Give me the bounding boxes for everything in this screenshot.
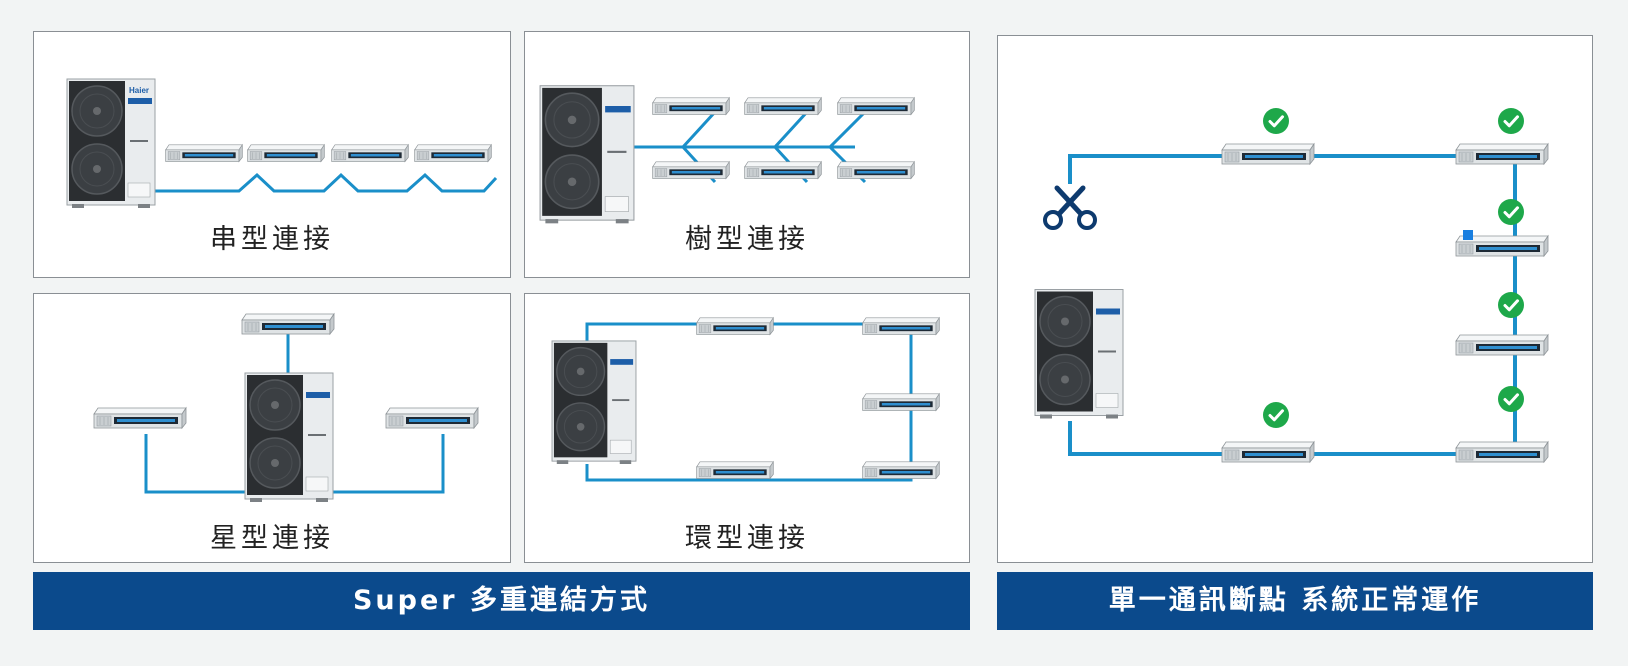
marker-square	[1463, 230, 1473, 240]
indoor-unit	[863, 318, 940, 335]
indoor-unit	[653, 98, 730, 115]
indoor-unit	[386, 408, 478, 428]
indoor-unit	[863, 394, 940, 411]
panel-fault-tolerance	[997, 35, 1593, 563]
banner-connection-methods: Super 多重連結方式	[33, 572, 970, 630]
brand-logo: Haier	[129, 86, 149, 95]
indoor-unit	[838, 162, 915, 179]
indoor-unit	[1222, 442, 1314, 462]
caption-ring: 環型連接	[525, 516, 969, 555]
indoor-unit	[697, 462, 774, 479]
indoor-unit	[94, 408, 186, 428]
indoor-unit	[653, 162, 730, 179]
outdoor-unit	[540, 86, 634, 224]
outdoor-unit	[1035, 290, 1123, 419]
indoor-unit	[1222, 144, 1314, 164]
indoor-unit	[838, 98, 915, 115]
panel-tree-connection: 樹型連接	[524, 31, 970, 278]
banner-fault-tolerance: 單一通訊斷點 系統正常運作	[997, 572, 1593, 630]
fault-tolerance-diagram	[998, 36, 1594, 564]
indoor-unit	[1456, 335, 1548, 355]
check-icon	[1498, 386, 1524, 412]
indoor-unit	[1456, 442, 1548, 462]
panel-series-connection: Haier 串型連接	[33, 31, 511, 278]
indoor-unit	[697, 318, 774, 335]
indoor-unit	[242, 314, 334, 334]
check-icon	[1263, 108, 1289, 134]
indoor-unit	[745, 162, 822, 179]
check-icon	[1498, 199, 1524, 225]
check-icon	[1498, 292, 1524, 318]
panel-star-connection: 星型連接	[33, 293, 511, 563]
outdoor-unit	[552, 341, 636, 464]
panel-ring-connection: 環型連接	[524, 293, 970, 563]
caption-tree: 樹型連接	[525, 217, 969, 256]
outdoor-unit	[245, 373, 333, 502]
caption-star: 星型連接	[34, 516, 510, 555]
caption-series: 串型連接	[34, 217, 510, 256]
indoor-unit	[745, 98, 822, 115]
check-icon	[1263, 402, 1289, 428]
indoor-unit	[1456, 144, 1548, 164]
indoor-unit	[863, 462, 940, 479]
check-icon	[1498, 108, 1524, 134]
